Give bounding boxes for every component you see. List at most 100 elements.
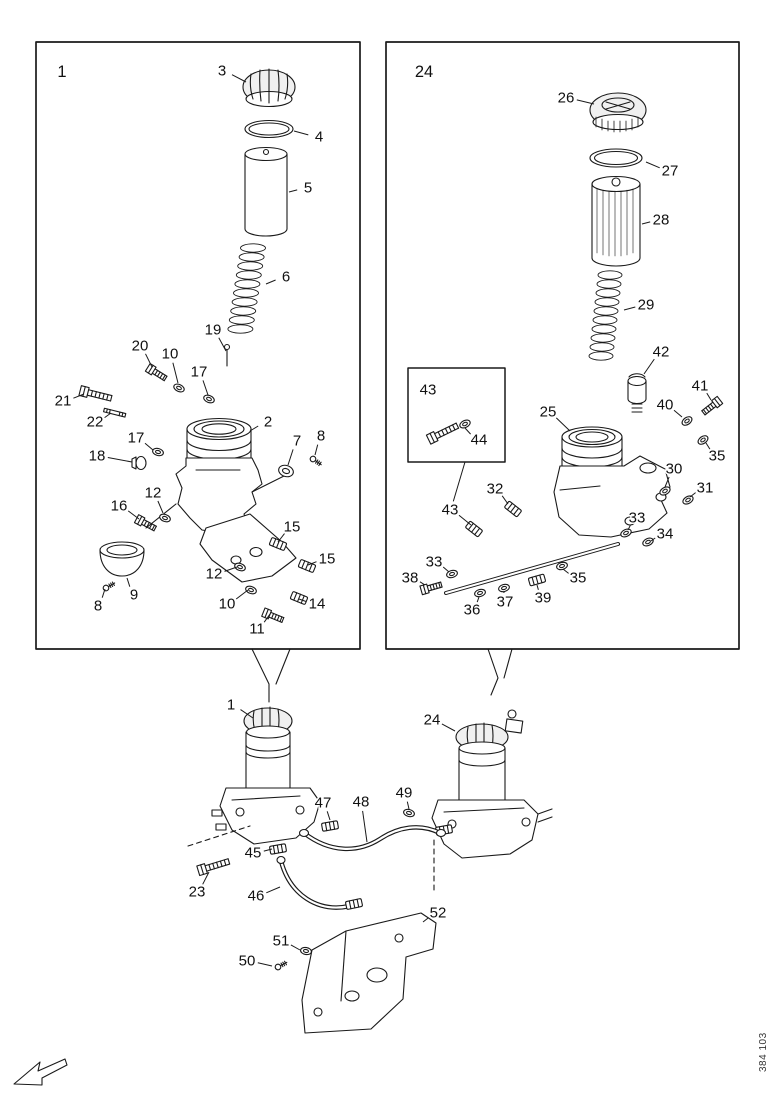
callout-30: 30 — [666, 461, 683, 478]
leader-line-12 — [224, 566, 238, 572]
leader-line-1 — [240, 709, 254, 719]
filter-cap-item3 — [242, 68, 296, 108]
callout-29: 29 — [638, 297, 655, 314]
pointer-left — [251, 648, 291, 703]
callout-18: 18 — [89, 448, 106, 465]
callout-26: 26 — [558, 90, 575, 107]
fitting-item14 — [289, 590, 309, 606]
leader-line-51 — [290, 944, 301, 951]
leader-line-30 — [664, 476, 670, 488]
washer-item36 — [473, 587, 487, 599]
callout-34: 34 — [657, 526, 674, 543]
leader-line-25 — [555, 417, 571, 432]
leader-line-43 — [458, 514, 472, 526]
callout-43: 43 — [442, 502, 459, 519]
leader-line-3 — [231, 74, 247, 83]
callout-44: 44 — [471, 432, 488, 449]
leader-line-50 — [257, 962, 273, 967]
callout-16: 16 — [111, 498, 128, 515]
callout-19: 19 — [205, 322, 222, 339]
leader-line-24 — [441, 723, 456, 732]
washer-item40 — [679, 414, 695, 428]
callout-23: 23 — [189, 884, 206, 901]
leader-line-4 — [293, 130, 309, 136]
callout-17: 17 — [191, 364, 208, 381]
callout-14: 14 — [309, 596, 326, 613]
filter-head-item2 — [145, 417, 297, 583]
callout-9: 9 — [130, 587, 138, 604]
leader-line-8 — [101, 588, 106, 598]
bolt-item41 — [700, 395, 724, 417]
leader-line-43 — [452, 461, 466, 502]
leader-line-10 — [235, 589, 249, 600]
spring-item29 — [588, 270, 623, 361]
pointer-right — [487, 648, 513, 696]
inset-box — [407, 367, 506, 463]
leader-line-11 — [263, 613, 271, 623]
leader-line-17 — [144, 442, 154, 451]
leader-line-45 — [263, 848, 273, 852]
leader-line-8 — [314, 444, 319, 456]
callout-3: 3 — [218, 63, 226, 80]
filter-element-item5 — [244, 146, 288, 237]
callout-28: 28 — [653, 212, 670, 229]
callout-46: 46 — [248, 888, 265, 905]
callout-15: 15 — [319, 551, 336, 568]
callout-39: 39 — [535, 590, 552, 607]
leader-line-20 — [145, 353, 153, 368]
washer-item51 — [299, 946, 313, 956]
bolt-item16 — [133, 514, 158, 534]
washer-item37 — [497, 582, 511, 594]
callout-24: 24 — [424, 712, 441, 729]
callout-4: 4 — [315, 129, 323, 146]
callout-10: 10 — [219, 596, 236, 613]
right-panel-callouts: 2443262728294241403525303144433233343338… — [400, 62, 727, 621]
fitting-item49 — [402, 807, 416, 819]
leader-line-32 — [501, 495, 509, 505]
leader-line-21 — [73, 393, 85, 399]
screw-item50 — [273, 959, 289, 972]
leader-line-40 — [673, 409, 683, 418]
leader-line-12 — [157, 500, 164, 514]
washer-item35a — [695, 433, 711, 447]
leader-line-10 — [172, 362, 179, 384]
callout-47: 47 — [315, 795, 332, 812]
washer-item12a — [158, 512, 172, 524]
callout-51: 51 — [273, 933, 290, 950]
filter-head-item25 — [553, 426, 671, 538]
washer-item34 — [640, 535, 656, 549]
dashed-guides — [187, 825, 435, 895]
leader-line-15 — [277, 533, 285, 543]
leader-line-38 — [419, 581, 426, 586]
bolt-item38 — [419, 579, 444, 596]
callout-21: 21 — [55, 393, 72, 410]
callout-49: 49 — [396, 785, 413, 802]
assembly-right-unit — [431, 709, 553, 859]
callout-40: 40 — [657, 397, 674, 414]
leader-line-49 — [406, 801, 410, 810]
figure-id-text: 384 103 — [758, 1032, 769, 1072]
washer-item17b — [151, 446, 165, 458]
callout-33: 33 — [629, 510, 646, 527]
callout-48: 48 — [353, 794, 370, 811]
washer-item10b — [244, 584, 258, 596]
leader-line-33 — [442, 566, 450, 573]
inset-bolt-item44 — [425, 417, 473, 445]
leader-line-19 — [218, 337, 227, 352]
callout-24: 24 — [415, 63, 433, 81]
left-exploded-view — [78, 68, 324, 625]
callout-42: 42 — [653, 344, 670, 361]
callout-22: 22 — [87, 414, 104, 431]
callout-33: 33 — [426, 554, 443, 571]
leader-line-23 — [202, 871, 210, 885]
leader-line-47 — [326, 811, 331, 821]
callout-10: 10 — [162, 346, 179, 363]
callout-36: 36 — [464, 602, 481, 619]
leader-line-17 — [202, 380, 209, 396]
callout-11: 11 — [249, 621, 265, 638]
washer-item10a — [171, 381, 187, 395]
leader-line-36 — [476, 596, 480, 603]
callout-7: 7 — [293, 433, 301, 450]
